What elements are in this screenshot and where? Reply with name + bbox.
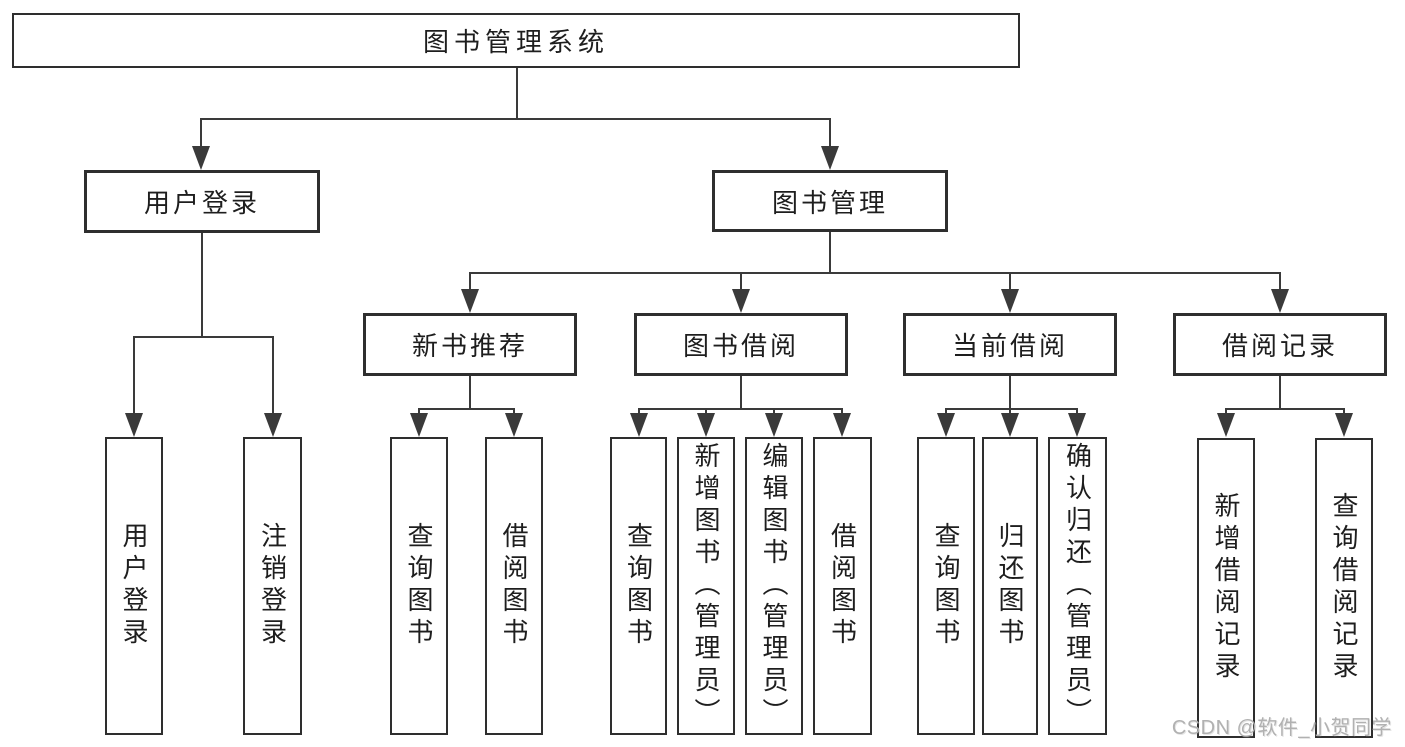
connector-stub-br-query xyxy=(1343,408,1345,415)
leaf-cb-query-books: 查询图书 xyxy=(917,437,975,735)
arrowhead-book-management xyxy=(821,146,839,170)
node-borrowing-records-label: 借阅记录 xyxy=(1221,331,1338,361)
connector-stub-book-management xyxy=(829,118,831,148)
arrowhead-nb-borrow xyxy=(505,413,523,437)
leaf-bb-borrow-books-label: 借阅图书 xyxy=(827,522,858,650)
connector-stub-nb-query xyxy=(418,408,420,415)
leaf-bb-query-books: 查询图书 xyxy=(610,437,667,735)
arrowhead-leaf-user-login xyxy=(125,413,143,437)
node-user-login-label: 用户登录 xyxy=(143,188,260,218)
node-current-borrowing-label: 当前借阅 xyxy=(951,331,1068,361)
leaf-user-login: 用户登录 xyxy=(105,437,163,735)
leaf-br-query-record: 查询借阅记录 xyxy=(1315,438,1373,738)
leaf-bb-add-book-admin-label: 新增图书（管理员） xyxy=(691,442,721,730)
leaf-nb-query-books-label: 查询图书 xyxy=(404,522,434,650)
connector-stub-br-add xyxy=(1225,408,1227,415)
connector-book-management-bar xyxy=(469,272,1281,274)
watermark: CSDN @软件_小贺同学 xyxy=(1171,717,1392,739)
leaf-nb-query-books: 查询图书 xyxy=(390,437,448,735)
leaf-cb-confirm-return-admin: 确认归还（管理员） xyxy=(1048,437,1107,735)
arrowhead-cb-confirm xyxy=(1068,413,1086,437)
connector-stub-cb-query xyxy=(945,408,947,415)
arrowhead-user-login xyxy=(192,146,210,170)
leaf-nb-borrow-books: 借阅图书 xyxy=(485,437,543,735)
connector-stub-bb-edit xyxy=(773,408,775,415)
connector-stub-bb-query xyxy=(638,408,640,415)
connector-stub-current-borrowing xyxy=(1009,272,1011,291)
connector-stub-nb-borrow xyxy=(513,408,515,415)
node-library-management-system: 图书管理系统 xyxy=(12,13,1020,68)
arrowhead-bb-edit xyxy=(765,413,783,437)
connector-root-bar xyxy=(200,118,831,120)
leaf-nb-borrow-books-label: 借阅图书 xyxy=(499,522,529,650)
leaf-logout: 注销登录 xyxy=(243,437,302,735)
leaf-bb-query-books-label: 查询图书 xyxy=(623,522,654,650)
node-new-book-recommend: 新书推荐 xyxy=(363,313,577,376)
arrowhead-br-add xyxy=(1217,413,1235,437)
connector-current-borrowing-bar xyxy=(945,408,1078,410)
node-current-borrowing: 当前借阅 xyxy=(903,313,1117,376)
node-book-management: 图书管理 xyxy=(712,170,948,232)
leaf-cb-return-books: 归还图书 xyxy=(982,437,1038,735)
leaf-bb-edit-book-admin-label: 编辑图书（管理员） xyxy=(759,442,789,730)
connector-stub-borrowing-records xyxy=(1279,272,1281,291)
leaf-cb-return-books-label: 归还图书 xyxy=(995,522,1025,650)
leaf-bb-borrow-books: 借阅图书 xyxy=(813,437,872,735)
leaf-br-add-record: 新增借阅记录 xyxy=(1197,438,1255,738)
arrowhead-bb-borrow xyxy=(833,413,851,437)
arrowhead-current-borrowing xyxy=(1001,289,1019,313)
arrowhead-bb-query xyxy=(630,413,648,437)
leaf-logout-label: 注销登录 xyxy=(257,522,288,650)
arrowhead-cb-query xyxy=(937,413,955,437)
connector-new-book-bar xyxy=(418,408,515,410)
leaf-bb-edit-book-admin: 编辑图书（管理员） xyxy=(745,437,803,735)
connector-book-management-stem xyxy=(829,232,831,272)
connector-stub-book-borrowing xyxy=(740,272,742,291)
arrowhead-cb-return xyxy=(1001,413,1019,437)
arrowhead-br-query xyxy=(1335,413,1353,437)
node-book-management-label: 图书管理 xyxy=(771,187,888,218)
arrowhead-leaf-logout xyxy=(264,413,282,437)
connector-stub-new-book-recommend xyxy=(469,272,471,291)
connector-book-borrowing-stem xyxy=(740,376,742,408)
connector-new-book-stem xyxy=(469,376,471,408)
node-user-login: 用户登录 xyxy=(84,170,320,233)
connector-root-stem xyxy=(516,68,518,120)
arrowhead-borrowing-records xyxy=(1271,289,1289,313)
leaf-user-login-label: 用户登录 xyxy=(119,522,149,650)
connector-stub-bb-add xyxy=(705,408,707,415)
arrowhead-nb-query xyxy=(410,413,428,437)
node-book-borrowing-label: 图书借阅 xyxy=(682,331,799,361)
connector-stub-cb-confirm xyxy=(1076,408,1078,415)
connector-borrowing-records-bar xyxy=(1225,408,1345,410)
leaf-bb-add-book-admin: 新增图书（管理员） xyxy=(677,437,735,735)
node-borrowing-records: 借阅记录 xyxy=(1173,313,1387,376)
node-book-borrowing: 图书借阅 xyxy=(634,313,848,376)
connector-borrowing-records-stem xyxy=(1279,376,1281,408)
connector-stub-leaf-logout xyxy=(272,336,274,415)
connector-stub-leaf-user-login xyxy=(133,336,135,415)
connector-user-login-stem xyxy=(201,233,203,336)
node-new-book-recommend-label: 新书推荐 xyxy=(411,331,528,361)
arrowhead-book-borrowing xyxy=(732,289,750,313)
connector-stub-user-login xyxy=(200,118,202,148)
leaf-br-add-record-label: 新增借阅记录 xyxy=(1211,492,1241,684)
leaf-cb-query-books-label: 查询图书 xyxy=(931,522,961,650)
connector-stub-cb-return xyxy=(1009,408,1011,415)
connector-current-borrowing-stem xyxy=(1009,376,1011,408)
connector-book-borrowing-bar xyxy=(638,408,843,410)
leaf-br-query-record-label: 查询借阅记录 xyxy=(1329,492,1359,684)
node-library-management-system-label: 图书管理系统 xyxy=(422,27,609,57)
arrowhead-bb-add xyxy=(697,413,715,437)
leaf-cb-confirm-return-admin-label: 确认归还（管理员） xyxy=(1062,442,1093,730)
arrowhead-new-book-recommend xyxy=(461,289,479,313)
connector-user-login-bar xyxy=(133,336,274,338)
connector-stub-bb-borrow xyxy=(841,408,843,415)
